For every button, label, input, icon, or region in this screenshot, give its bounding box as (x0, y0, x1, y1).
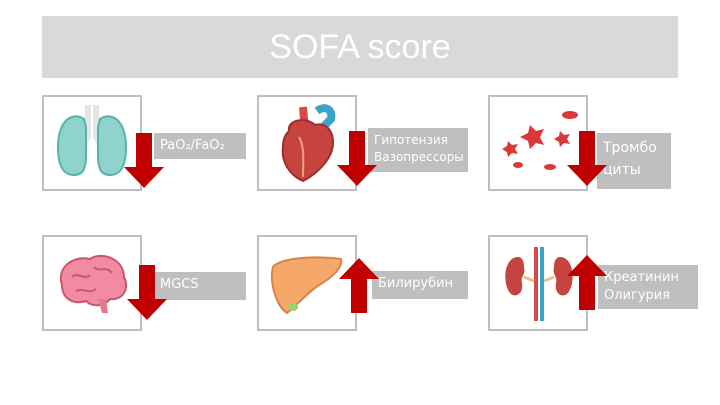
slide-title: SOFA score (269, 27, 451, 66)
bilirubin-label: Билирубин (372, 271, 468, 299)
platelets-image (502, 111, 578, 170)
arrow-up-icon (339, 258, 379, 313)
arrow-down-icon (337, 131, 377, 186)
title-bar: SOFA score (42, 16, 678, 78)
brain-card (42, 235, 142, 331)
brain-image (59, 254, 128, 313)
lungs-card (42, 95, 142, 191)
arrow-down-icon (567, 131, 607, 186)
hypotension-label: Гипотензия Вазопрессоры (368, 128, 468, 172)
lungs-image (56, 105, 128, 177)
heart-image (281, 104, 336, 183)
kidneys-card (488, 235, 588, 331)
platelets-label: Тромбо циты (597, 133, 671, 189)
mgcs-label: MGCS (154, 272, 246, 300)
liver-image (271, 256, 343, 315)
arrow-up-icon (567, 255, 607, 310)
creatinine-label: Креатинин Олигурия (598, 265, 698, 309)
arrow-down-icon (124, 133, 164, 188)
platelets-card (488, 95, 588, 191)
arrow-down-icon (127, 265, 167, 320)
pao2-fao2-label: PaO₂/FaO₂ (154, 133, 246, 159)
liver-card (257, 235, 357, 331)
heart-card (257, 95, 357, 191)
kidneys-image (505, 247, 573, 321)
